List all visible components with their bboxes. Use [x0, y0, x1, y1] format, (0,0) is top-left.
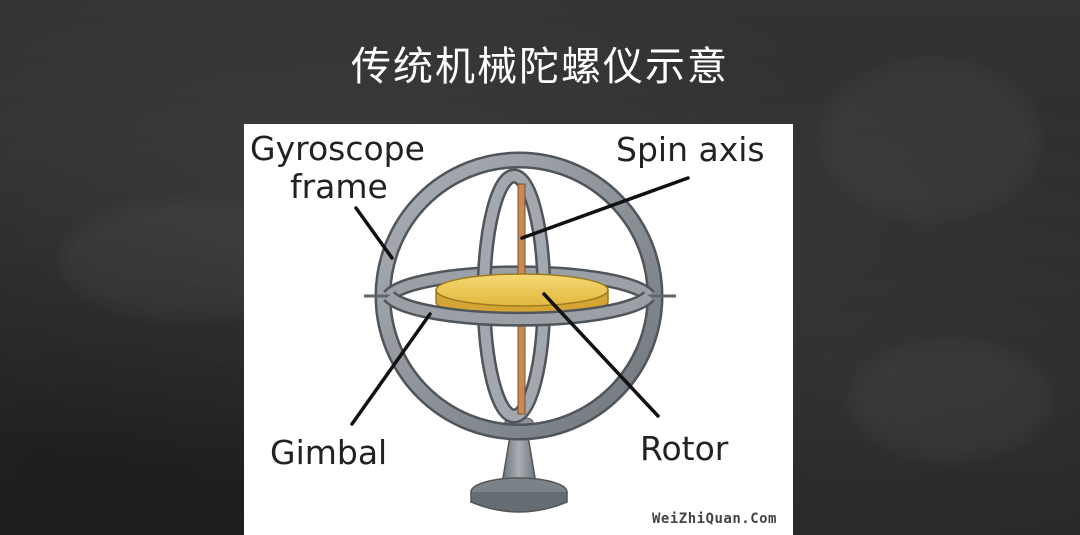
label-gyroscope-frame-line1: Gyroscope: [250, 129, 425, 168]
label-spin-axis: Spin axis: [616, 130, 765, 169]
spin-axis-callout-line: [520, 176, 690, 240]
rotor-callout-line: [542, 292, 660, 418]
callout-lines: [350, 176, 690, 426]
gimbal-ring-front: [383, 290, 655, 327]
gyroscope-illustration: [350, 151, 690, 513]
label-gimbal: Gimbal: [270, 433, 388, 472]
label-gyroscope-frame-line2: frame: [290, 167, 388, 206]
gyroscope-diagram: Gyroscope frame Spin axis Gimbal Rotor W…: [244, 124, 793, 535]
frame-callout-line: [354, 206, 394, 260]
watermark: WeiZhiQuan.Com: [651, 511, 777, 527]
slide-title: 传统机械陀螺仪示意: [351, 44, 729, 90]
label-gyroscope-frame: Gyroscope frame: [250, 130, 425, 206]
label-rotor: Rotor: [640, 429, 729, 468]
gimbal-callout-line: [350, 312, 432, 426]
